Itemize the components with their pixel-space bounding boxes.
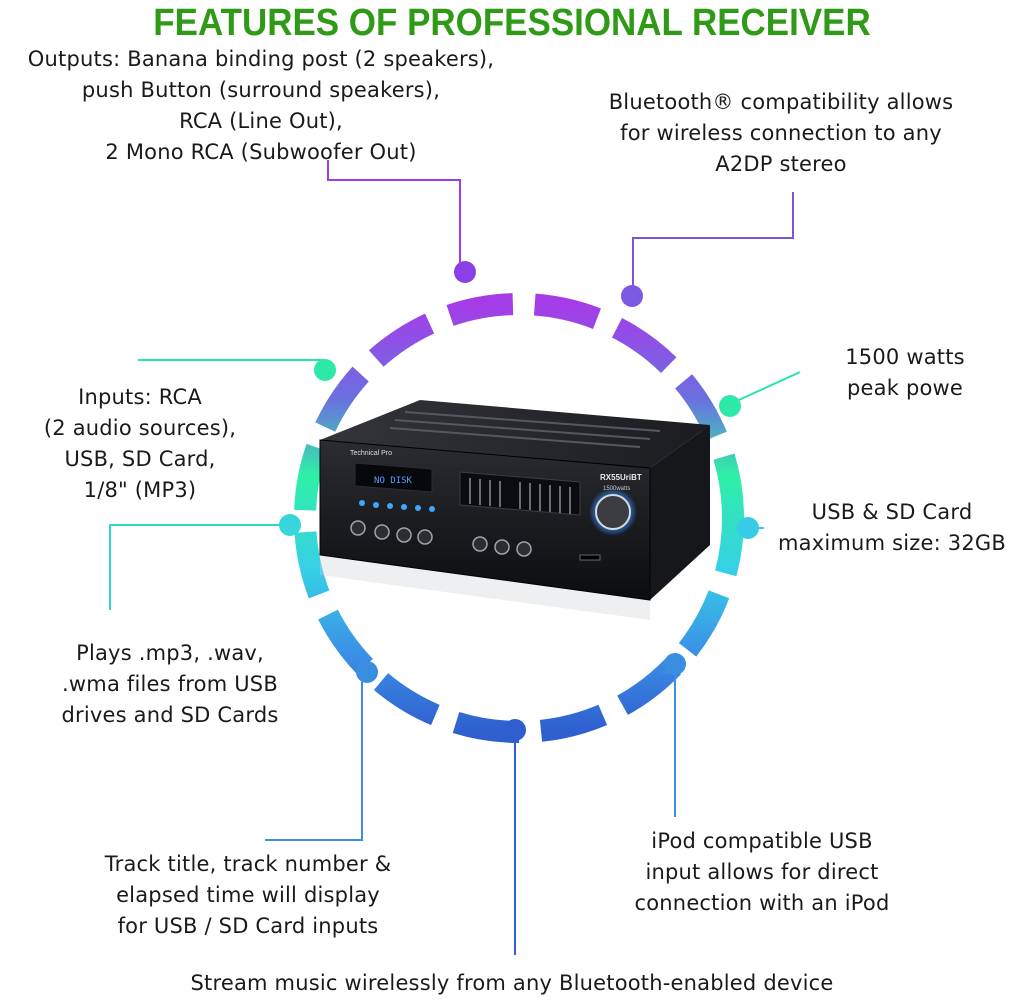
leader-power [727,371,801,406]
callout-usb-sd: USB & SD Card maximum size: 32GB [778,500,1006,555]
callout-plays: Plays .mp3, .wav, .wma files from USB dr… [61,641,279,727]
dot-stream [504,719,526,741]
receiver-watts: 1500watts [603,486,630,492]
ring-dots [279,261,759,741]
leader-track [265,675,363,841]
dot-bluetooth [621,285,643,307]
receiver-display: NO DISK [374,476,413,486]
receiver-model: RX55UriBT [600,473,642,482]
dot-plays [279,514,301,536]
callout-power: 1500 watts peak powe [845,345,965,400]
leader-ipod [662,671,676,817]
callout-inputs: Inputs: RCA (2 audio sources), USB, SD C… [43,385,237,502]
leader-outputs [327,160,461,268]
callout-outputs: Outputs: Banana binding post (2 speakers… [27,47,495,164]
callout-bluetooth: Bluetooth® compatibility allows for wire… [608,90,954,176]
dot-power [719,395,741,417]
dot-track [356,661,378,683]
receiver-image: NO DISK Technical Pro RX55UriBT 1500watt… [319,400,710,620]
leader-inputs [138,359,326,370]
callout-ipod: iPod compatible USB input allows for dir… [634,829,890,915]
dot-inputs [314,359,336,381]
page-title: FEATURES OF PROFESSIONAL RECEIVER [153,2,871,44]
leader-bluetooth [632,192,794,295]
callout-stream: Stream music wirelessly from any Bluetoo… [190,971,834,995]
dot-ipod [664,653,686,675]
receiver-brand: Technical Pro [350,450,392,457]
dot-usb [737,517,759,539]
dot-outputs [454,261,476,283]
callout-track: Track title, track number & elapsed time… [104,852,392,938]
leader-plays [109,524,290,610]
